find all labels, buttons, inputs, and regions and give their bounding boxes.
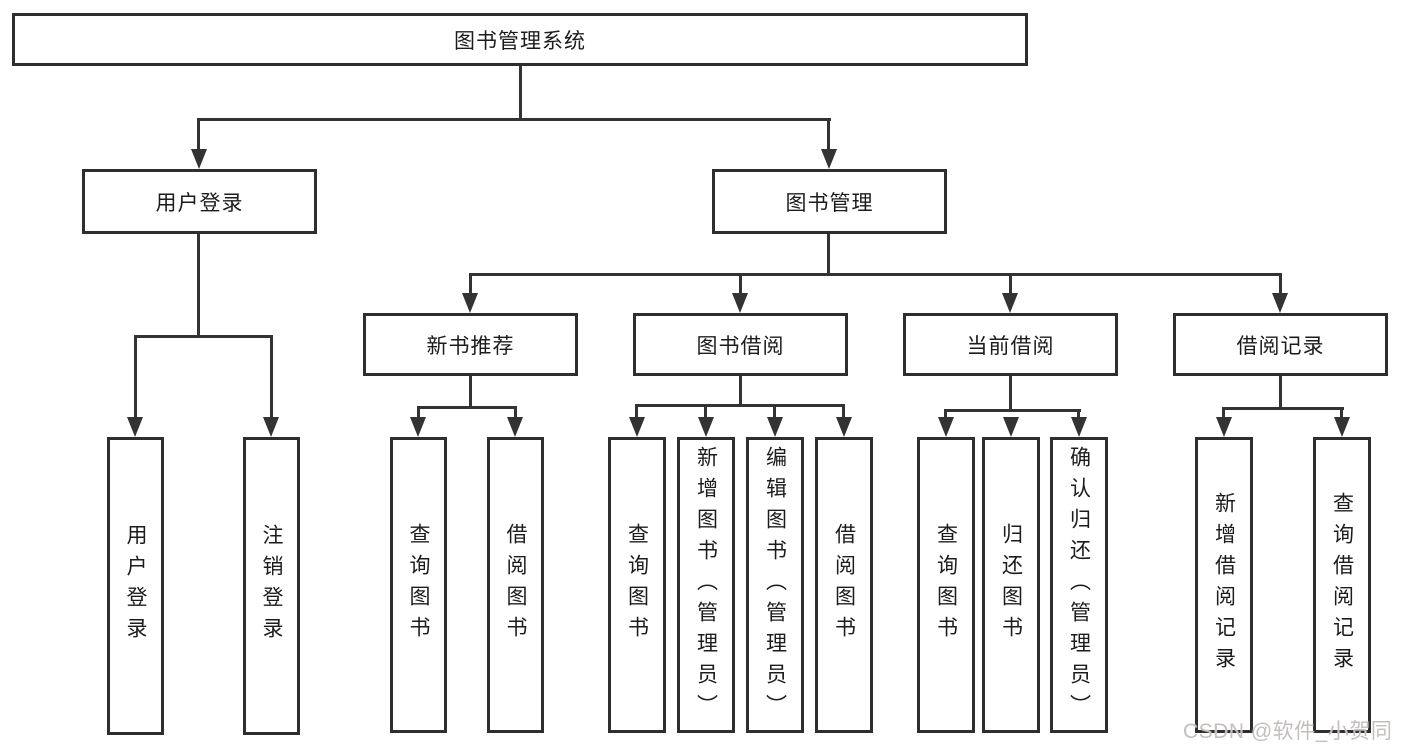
leaf-edit-books-admin-label: 编辑图书（管理员） [763, 445, 787, 725]
leaf-query-books-current: 查询图书 [917, 437, 975, 733]
connector-rail [944, 409, 1081, 412]
leaf-query-books-current-label: 查询图书 [934, 523, 958, 647]
connector-stub [197, 234, 200, 335]
connector-rail [635, 404, 845, 407]
connector-shaft [827, 118, 830, 150]
connector-shaft [1279, 273, 1282, 295]
connector-shaft [270, 335, 273, 419]
arrowhead-down [1272, 293, 1288, 313]
connector-shaft [635, 404, 638, 419]
leaf-query-borrow-record: 查询借阅记录 [1313, 437, 1371, 733]
arrowhead-down [938, 417, 954, 437]
leaf-confirm-return-admin-label: 确认归还（管理员） [1067, 445, 1091, 725]
node-book-management-label: 图书管理 [785, 191, 874, 215]
leaf-return-books-label: 归还图书 [999, 523, 1023, 647]
connector-shaft [704, 404, 707, 419]
node-new-book-recommend-label: 新书推荐 [426, 334, 515, 358]
node-user-login-branch: 用户登录 [82, 169, 317, 234]
connector-shaft [1009, 273, 1012, 295]
node-new-book-recommend: 新书推荐 [363, 313, 578, 376]
arrowhead-down [410, 417, 426, 437]
arrowhead-down [1216, 417, 1232, 437]
leaf-add-borrow-record: 新增借阅记录 [1195, 437, 1253, 733]
arrowhead-down [127, 417, 143, 437]
arrowhead-down [1334, 417, 1350, 437]
arrowhead-down [1003, 417, 1019, 437]
connector-rail [417, 406, 517, 409]
arrowhead-down [767, 417, 783, 437]
connector-level3-rail [469, 273, 1282, 276]
node-current-borrowing: 当前借阅 [903, 313, 1118, 376]
node-current-borrowing-label: 当前借阅 [966, 334, 1055, 358]
connector-stub [1009, 376, 1012, 412]
node-root-label: 图书管理系统 [454, 29, 586, 53]
connector-stub [739, 376, 742, 406]
watermark: CSDN @软件_小贺同学 [1183, 720, 1393, 743]
arrowhead-down [1071, 417, 1087, 437]
leaf-query-books-recommend: 查询图书 [390, 437, 447, 733]
node-user-login-branch-label: 用户登录 [155, 191, 244, 215]
leaf-borrow-books-recommend-label: 借阅图书 [504, 523, 527, 647]
node-book-management: 图书管理 [712, 169, 947, 234]
node-borrowing-records-label: 借阅记录 [1236, 334, 1325, 358]
arrowhead-down [698, 417, 714, 437]
connector-stub [1279, 376, 1282, 410]
leaf-return-books: 归还图书 [982, 437, 1040, 733]
connector-stub [469, 376, 472, 409]
arrowhead-down [462, 293, 478, 313]
leaf-confirm-return-admin: 确认归还（管理员） [1050, 437, 1108, 733]
connector-shaft [514, 406, 517, 419]
leaf-query-borrow-record-label: 查询借阅记录 [1330, 492, 1354, 678]
node-book-borrowing-label: 图书借阅 [696, 334, 785, 358]
node-borrowing-records: 借阅记录 [1173, 313, 1388, 376]
leaf-logout: 注销登录 [243, 437, 300, 735]
connector-shaft [417, 406, 420, 419]
leaf-borrow-books-recommend: 借阅图书 [487, 437, 544, 733]
node-book-borrowing: 图书借阅 [633, 313, 848, 376]
connector-root-stub [519, 66, 522, 118]
leaf-logout-label: 注销登录 [260, 524, 283, 648]
leaf-query-books-borrowing-label: 查询图书 [625, 523, 649, 647]
arrowhead-down [1002, 293, 1018, 313]
leaf-add-books-admin-label: 新增图书（管理员） [694, 445, 718, 725]
leaf-query-books-borrowing: 查询图书 [608, 437, 666, 733]
leaf-borrow-books: 借阅图书 [815, 437, 873, 733]
leaf-user-login: 用户登录 [107, 437, 164, 735]
connector-shaft [469, 273, 472, 295]
connector-shaft [1340, 407, 1343, 419]
connector-shaft [1077, 409, 1080, 419]
arrowhead-down [191, 149, 207, 169]
connector-shaft [1222, 407, 1225, 419]
leaf-add-books-admin: 新增图书（管理员） [677, 437, 735, 733]
leaf-user-login-label: 用户登录 [124, 524, 147, 648]
leaf-query-books-recommend-label: 查询图书 [407, 523, 430, 647]
arrowhead-down [629, 417, 645, 437]
connector-level2-rail [197, 118, 831, 121]
connector-shaft [773, 404, 776, 419]
leaf-edit-books-admin: 编辑图书（管理员） [746, 437, 804, 733]
connector-shaft [134, 335, 137, 419]
arrowhead-down [836, 417, 852, 437]
connector-shaft [944, 409, 947, 419]
connector-rail [134, 335, 273, 338]
arrowhead-down [821, 149, 837, 169]
arrowhead-down [263, 417, 279, 437]
connector-shaft [739, 273, 742, 295]
connector-rail [1222, 407, 1344, 410]
leaf-borrow-books-label: 借阅图书 [832, 523, 856, 647]
arrowhead-down [732, 293, 748, 313]
connector-stub [827, 234, 830, 273]
arrowhead-down [507, 417, 523, 437]
connector-shaft [842, 404, 845, 419]
leaf-add-borrow-record-label: 新增借阅记录 [1212, 492, 1236, 678]
node-root: 图书管理系统 [12, 13, 1028, 66]
connector-shaft [197, 118, 200, 150]
